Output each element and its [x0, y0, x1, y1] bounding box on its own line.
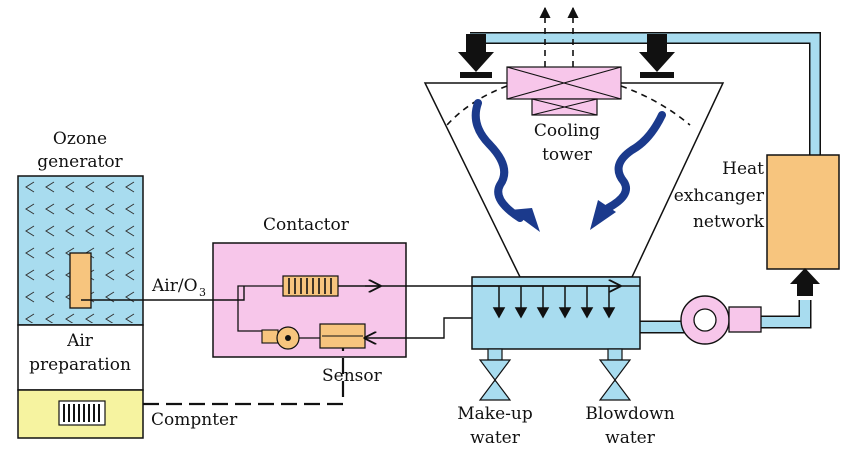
air-o3-label: Air/O [151, 276, 198, 296]
cooling-basin [471, 276, 641, 361]
air-o3-subscript: 3 [199, 286, 206, 299]
contactor-piping [237, 285, 320, 339]
heat-exchanger [766, 154, 840, 296]
computer-label: Compnter [151, 410, 238, 430]
water-pipe-loop [470, 32, 821, 334]
control-signal-line [143, 348, 345, 406]
makeup-water-label-1: Make-up [457, 404, 533, 424]
computer-unit [17, 389, 144, 439]
air-preparation-unit [17, 324, 144, 391]
circulation-pump-icon [680, 295, 762, 345]
ozone-generator [17, 175, 144, 326]
heat-exchanger-label-3: network [693, 212, 765, 232]
blowdown-water-label-2: water [605, 428, 656, 448]
ozone-generator-label-1: Ozone [53, 129, 107, 149]
heat-exchanger-label-2: exhcanger [674, 186, 765, 206]
contactor-coil [282, 275, 339, 297]
contactor-label: Contactor [263, 215, 350, 235]
cooling-tower-label-1: Cooling [534, 121, 600, 141]
air-flow-arrows [471, 99, 666, 232]
makeup-water-label-2: water [470, 428, 521, 448]
air-preparation-label-1: Air [66, 331, 94, 351]
ozone-generator-label-2: generator [37, 152, 123, 172]
cooling-tower [423, 6, 725, 278]
process-lines [81, 286, 620, 338]
contactor-pump-icon [261, 326, 300, 350]
inlet-arrows [458, 34, 675, 78]
cooling-tower-label-2: tower [542, 145, 593, 165]
makeup-water-valve-icon [478, 359, 512, 401]
heat-exchanger-label-1: Heat [722, 159, 764, 179]
ozone-electrode [69, 252, 92, 309]
air-preparation-label-2: preparation [29, 355, 131, 375]
sensor-label: Sensor [322, 366, 383, 386]
tower-fan-icon [506, 66, 622, 116]
blowdown-water-valve-icon [598, 359, 632, 401]
blowdown-water-label-1: Blowdown [585, 404, 674, 424]
